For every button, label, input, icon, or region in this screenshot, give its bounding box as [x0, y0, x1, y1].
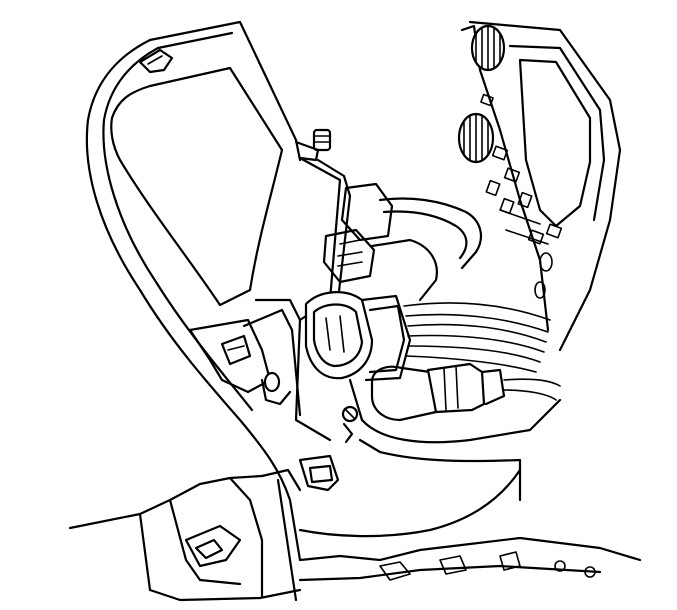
- connector-icon: [304, 291, 412, 382]
- connector-icon: [370, 362, 561, 422]
- console-bezel: [460, 20, 622, 352]
- left-panel-frame: [85, 20, 302, 562]
- mounting-stud-upper: [294, 128, 332, 162]
- lower-housing: [298, 378, 562, 538]
- left-panel-opening: [110, 66, 284, 307]
- screw-icon: [341, 405, 359, 444]
- retaining-clip-upper: [138, 48, 174, 74]
- upper-harness: [322, 182, 483, 302]
- knob-icon: [457, 24, 506, 164]
- floor-structure: [68, 468, 642, 602]
- retaining-clip-lower: [298, 454, 340, 492]
- wire-bundle: [403, 302, 551, 373]
- mounting-tab-left: [188, 318, 292, 406]
- console-buttons: [480, 93, 563, 299]
